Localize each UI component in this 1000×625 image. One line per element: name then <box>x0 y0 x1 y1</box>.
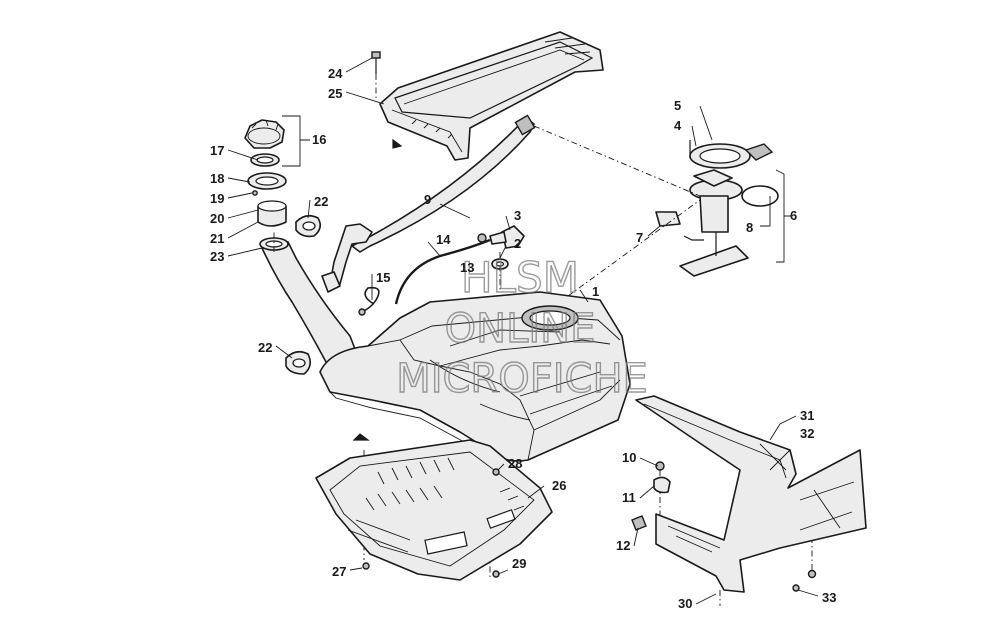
callout-2: 2 <box>514 236 521 251</box>
callout-3: 3 <box>514 208 521 223</box>
callout-10: 10 <box>622 450 636 465</box>
rack-assembly <box>379 31 604 161</box>
callout-12: 12 <box>616 538 630 553</box>
mounting-bracket <box>631 395 867 593</box>
rack-bolt <box>371 51 403 149</box>
callout-22-upper: 22 <box>314 194 328 209</box>
watermark-line-2: ONLINE <box>445 306 596 352</box>
callout-14: 14 <box>436 232 451 247</box>
callout-19: 19 <box>210 191 224 206</box>
fuel-tank <box>319 291 631 462</box>
watermark: HLSM ONLINE MICROFICHE <box>395 252 648 402</box>
callout-26: 26 <box>552 478 566 493</box>
callout-21: 21 <box>210 231 224 246</box>
callout-15: 15 <box>376 270 390 285</box>
callout-7: 7 <box>636 230 643 245</box>
callout-11: 11 <box>622 490 636 505</box>
callout-29: 29 <box>512 556 526 571</box>
callout-6: 6 <box>790 208 797 223</box>
callout-33: 33 <box>822 590 836 605</box>
callout-30: 30 <box>678 596 692 611</box>
callout-13: 13 <box>460 260 474 275</box>
callout-1: 1 <box>592 284 599 299</box>
callout-16: 16 <box>312 132 326 147</box>
filler-gaskets <box>247 153 287 227</box>
leader-lines <box>227 57 819 605</box>
callout-18: 18 <box>210 171 224 186</box>
hose-clamps <box>285 214 322 375</box>
callout-5: 5 <box>674 98 681 113</box>
filler-cap <box>244 119 285 149</box>
callout-32: 32 <box>800 426 814 441</box>
callout-9: 9 <box>424 192 431 207</box>
callout-24: 24 <box>328 66 343 81</box>
rollover-valve <box>477 225 525 270</box>
callout-28: 28 <box>508 456 522 471</box>
watermark-line-3: MICROFICHE <box>396 356 648 402</box>
watermark-line-1: HLSM <box>461 253 579 302</box>
callout-8: 8 <box>746 220 753 235</box>
callout-17: 17 <box>210 143 224 158</box>
callout-27: 27 <box>332 564 346 579</box>
callout-23: 23 <box>210 249 224 264</box>
callout-22-lower: 22 <box>258 340 272 355</box>
skid-plate <box>315 433 553 581</box>
callout-labels: 1 2 3 4 5 6 7 8 9 10 11 12 13 14 15 16 1… <box>210 66 836 611</box>
callout-20: 20 <box>210 211 224 226</box>
vent-hose <box>321 114 536 293</box>
callout-31: 31 <box>800 408 814 423</box>
fuel-pump-assembly <box>655 140 779 277</box>
callout-4: 4 <box>674 118 682 133</box>
callout-25: 25 <box>328 86 342 101</box>
